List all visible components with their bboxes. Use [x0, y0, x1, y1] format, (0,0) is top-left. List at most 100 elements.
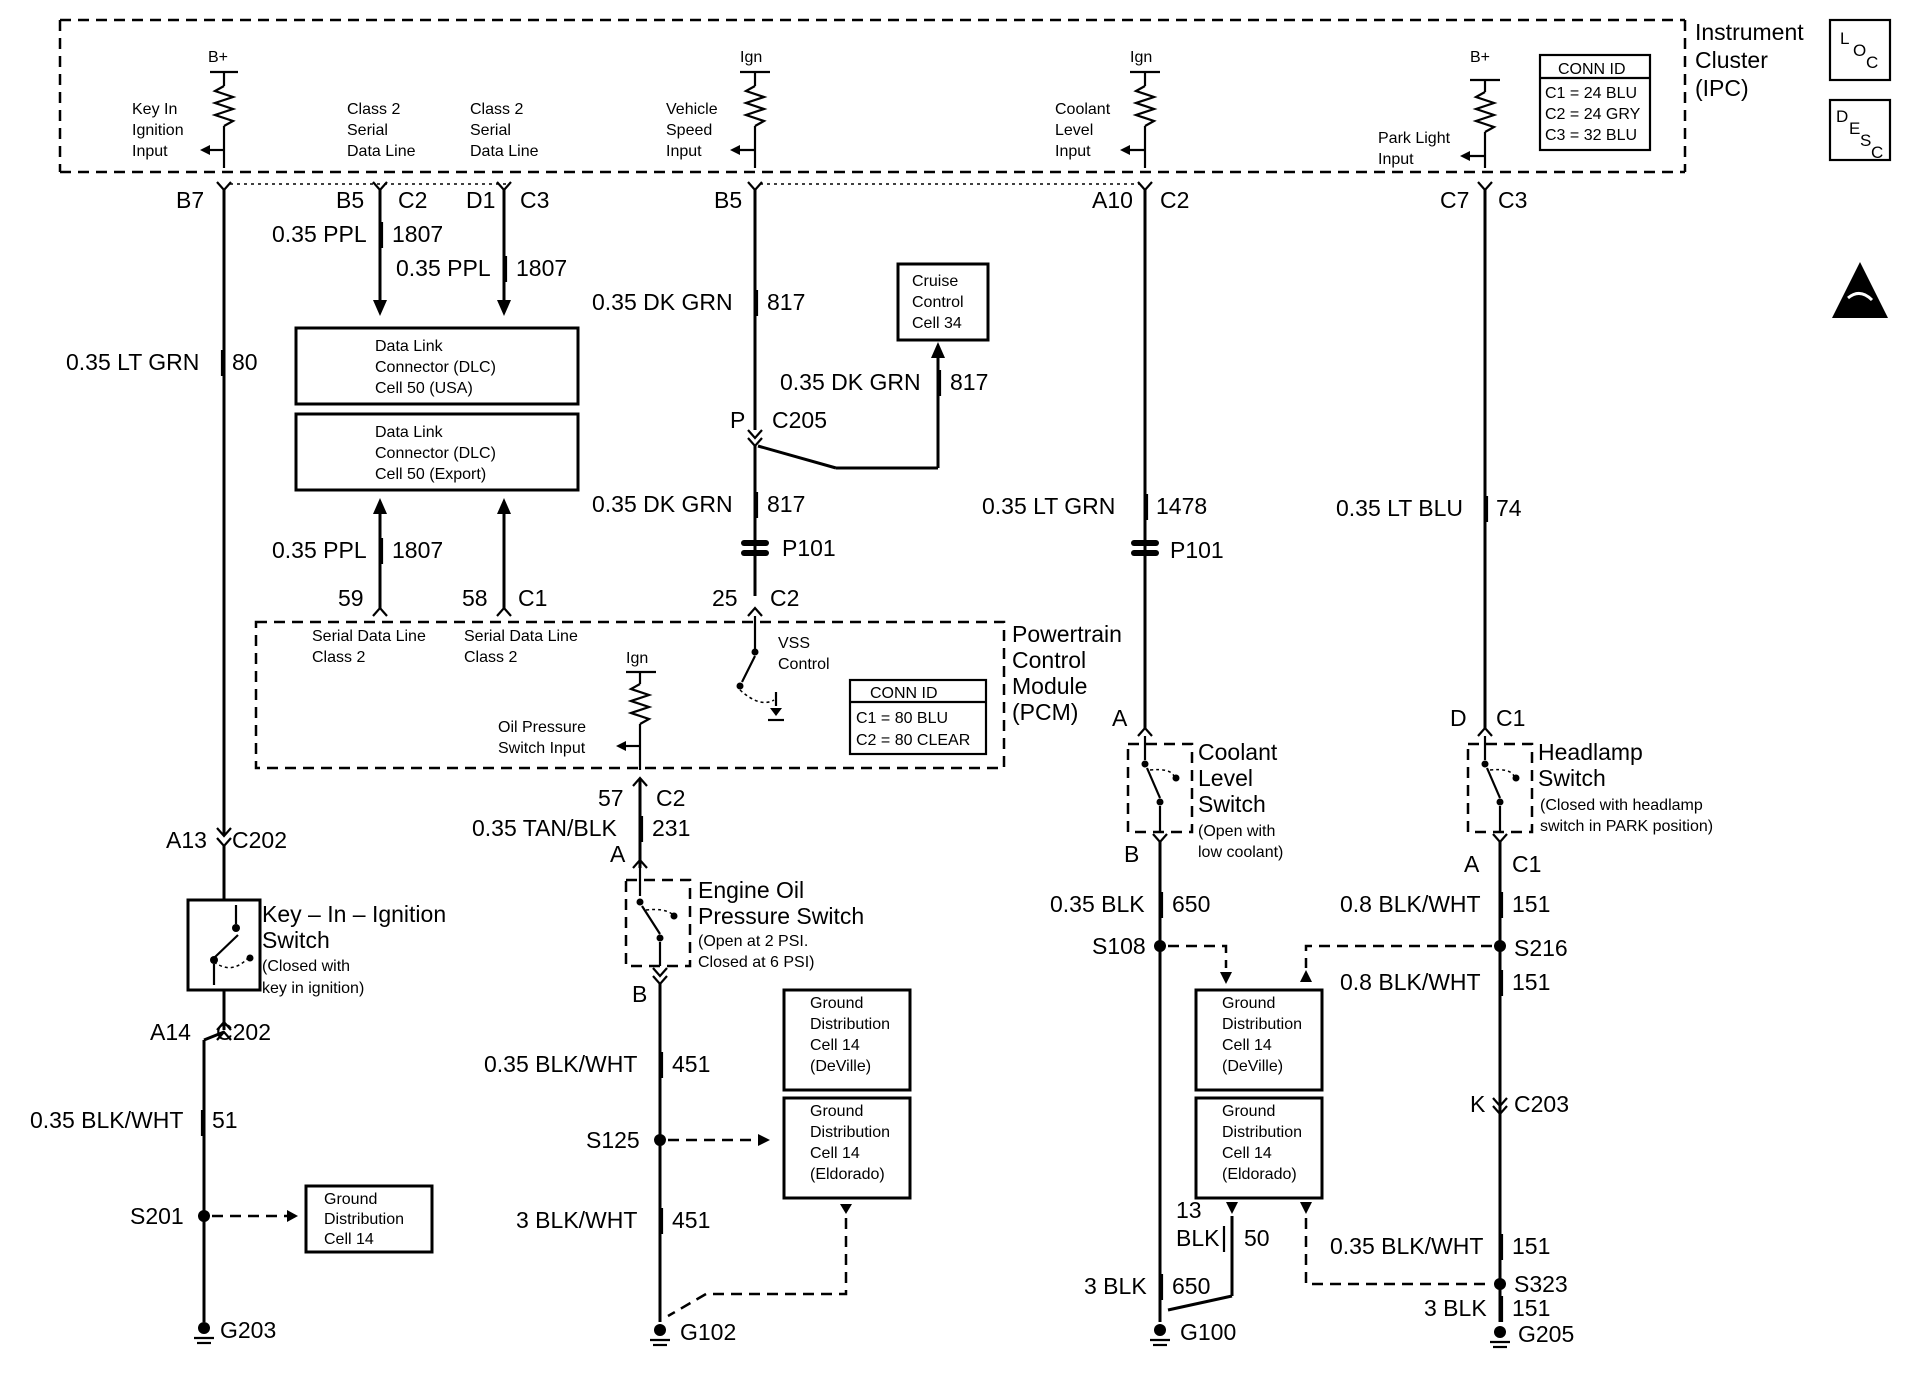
oil-switch-title-1: Engine Oil [698, 877, 804, 903]
vss-control-2: Control [778, 656, 830, 673]
wire-blkwht-451a: 0.35 BLK/WHT [484, 1051, 637, 1077]
wire-blkwht3-451: 3 BLK/WHT [516, 1207, 637, 1233]
wire-dkgrn-a: 0.35 DK GRN [592, 289, 733, 315]
circuit-451-b: 451 [672, 1207, 710, 1233]
conn-p101-b: P101 [1170, 537, 1224, 563]
ipc-vss-input: Ign Vehicle Speed Input [666, 49, 770, 168]
bplus-label: B+ [208, 49, 228, 66]
wire-blkwht-151a: 0.8 BLK/WHT [1340, 891, 1481, 917]
ground-icon-g100 [1150, 1324, 1170, 1347]
circuit-1807-a: 1807 [392, 221, 443, 247]
wire-dkgrn-b: 0.35 DK GRN [780, 369, 921, 395]
oil-pressure-circuit: Ign Oil Pressure Switch Input 57 C2 0.35… [472, 650, 912, 1347]
class2-b-label-3: Data Line [470, 143, 539, 160]
gnd-dev-a-3: Cell 14 [810, 1037, 860, 1054]
circuit-151-b: 151 [1512, 969, 1550, 995]
gnd-eld-a-3: Cell 14 [810, 1145, 860, 1162]
ipc-conn-id-title: CONN ID [1558, 61, 1626, 78]
gnd-deville-box-a [782, 988, 912, 1092]
gnd-dev-a-4: (DeVille) [810, 1058, 871, 1075]
dlc-export-1: Data Link [375, 424, 444, 441]
headlamp-circuit: C7 C3 0.35 LT BLU 74 D C1 Headlamp Switc… [1300, 181, 1713, 1349]
pin-b5-vss: B5 [714, 187, 742, 213]
coolant-input-label-2: Level [1055, 122, 1093, 139]
svg-text:L: L [1840, 29, 1849, 48]
ipc-key-in-input: B+ Key In Ignition Input [132, 49, 238, 168]
pcm-label-2: Control [1012, 647, 1086, 673]
headlamp-title-1: Headlamp [1538, 739, 1643, 765]
ipc-park-light-input: B+ Park Light Input [1378, 49, 1500, 168]
svg-text:D: D [1836, 107, 1848, 126]
class2-b-label-2: Serial [470, 122, 511, 139]
conn-c2-coolant: C2 [1160, 187, 1189, 213]
circuit-151-a: 151 [1512, 891, 1550, 917]
splice-s216: S216 [1514, 935, 1568, 961]
sdl58-1: Serial Data Line [464, 628, 578, 645]
loc-icon[interactable]: LOC [1828, 18, 1892, 82]
splice-s108-dot [1154, 940, 1166, 952]
ipc-coolant-input: Ign Coolant Level Input [1055, 49, 1160, 168]
gnd-dev-b-4: (DeVille) [1222, 1058, 1283, 1075]
ipc-boundary [58, 18, 1687, 174]
ipc-label-3: (IPC) [1695, 75, 1749, 101]
dlc-usa-2: Connector (DLC) [375, 359, 496, 376]
vss-label-1: Vehicle [666, 101, 718, 118]
pcm-label-4: (PCM) [1012, 699, 1078, 725]
gnd-dev-b-1: Ground [1222, 995, 1275, 1012]
wire-blk-650a: 0.35 BLK [1050, 891, 1145, 917]
wire-blkwht-151c: 0.35 BLK/WHT [1330, 1233, 1483, 1259]
gnd-eld-a-1: Ground [810, 1103, 863, 1120]
svg-text:C: C [1866, 53, 1878, 72]
conn-c1-headlamp-a: C1 [1496, 705, 1525, 731]
splice-s201: S201 [130, 1203, 184, 1229]
cruise-2: Control [912, 294, 964, 311]
ign-label-vss: Ign [740, 49, 762, 66]
ipc-conn-c3: C3 = 32 BLU [1545, 127, 1637, 144]
p101-connector-b [1131, 540, 1159, 556]
pin-58: 58 [462, 585, 488, 611]
wire-ltgrn-1478: 0.35 LT GRN [982, 493, 1115, 519]
class2-a-label-3: Data Line [347, 143, 416, 160]
sdl58-2: Class 2 [464, 649, 517, 666]
key-in-label-2: Ignition [132, 122, 184, 139]
pcm-label-3: Module [1012, 673, 1087, 699]
vss-control-1: VSS [778, 635, 810, 652]
coolant-switch-title-3: Switch [1198, 791, 1266, 817]
conn-c2-pcm: C2 [770, 585, 799, 611]
dlc-export-2: Connector (DLC) [375, 445, 496, 462]
pin-a-coolant: A [1112, 705, 1128, 731]
pin-57: 57 [598, 785, 624, 811]
key-in-circuit: B7 0.35 LT GRN 80 A13 C202 Key – In – Ig… [30, 181, 446, 1345]
pcm-conn-id-title: CONN ID [870, 685, 938, 702]
headlamp-note-1: (Closed with headlamp [1540, 797, 1703, 814]
headlamp-title-2: Switch [1538, 765, 1606, 791]
circuit-451-a: 451 [672, 1051, 710, 1077]
ipc-conn-c1: C1 = 24 BLU [1545, 85, 1637, 102]
key-in-label-3: Input [132, 143, 168, 160]
wire-ppl-a: 0.35 PPL [272, 221, 367, 247]
key-switch-note-1: (Closed with [262, 958, 350, 975]
pin-p: P [730, 407, 745, 433]
gnd-dev-b-2: Distribution [1222, 1016, 1302, 1033]
vss-label-3: Input [666, 143, 702, 160]
park-label-1: Park Light [1378, 130, 1451, 147]
pcm-conn-id-table: CONN ID C1 = 80 BLU C2 = 80 CLEAR [848, 678, 988, 756]
ipc-label-2: Cluster [1695, 47, 1768, 73]
ground-g203: G203 [220, 1317, 276, 1343]
ground-icon-g203 [194, 1322, 214, 1345]
wire-blk-50: BLK [1176, 1225, 1220, 1251]
pin-c7: C7 [1440, 187, 1469, 213]
pin-k: K [1470, 1091, 1486, 1117]
splice-s216-dot [1494, 940, 1506, 952]
ground-icon-g102 [650, 1324, 670, 1347]
splice-s125: S125 [586, 1127, 640, 1153]
wire-ppl-c: 0.35 PPL [272, 537, 367, 563]
oil-switch-title-2: Pressure Switch [698, 903, 864, 929]
wire-ppl-b: 0.35 PPL [396, 255, 491, 281]
gnd-eld-b-1: Ground [1222, 1103, 1275, 1120]
key-switch-title-1: Key – In – Ignition [262, 901, 446, 927]
conn-c3-park: C3 [1498, 187, 1527, 213]
ign-label-coolant: Ign [1130, 49, 1152, 66]
gnd-plain-2: Distribution [324, 1211, 404, 1228]
